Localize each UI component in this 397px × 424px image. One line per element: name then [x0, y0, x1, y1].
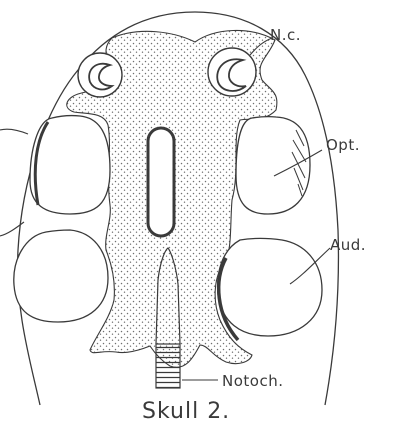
label-optic: Opt.	[326, 136, 360, 154]
label-auditory: Aud.	[330, 236, 366, 254]
figure-caption: Skull 2.	[142, 399, 230, 424]
auditory-capsule-right	[218, 239, 322, 337]
leader-left-edge-2	[0, 222, 24, 236]
label-notochord: Notoch.	[222, 372, 283, 390]
notochord	[156, 344, 180, 388]
nasal-capsule-right	[208, 48, 256, 96]
label-nasal-capsule: N.c.	[270, 26, 301, 44]
nasal-capsule-left	[78, 53, 122, 97]
leader-left-edge	[0, 129, 28, 134]
auditory-capsule-left	[14, 230, 108, 322]
central-fenestra	[148, 128, 174, 236]
